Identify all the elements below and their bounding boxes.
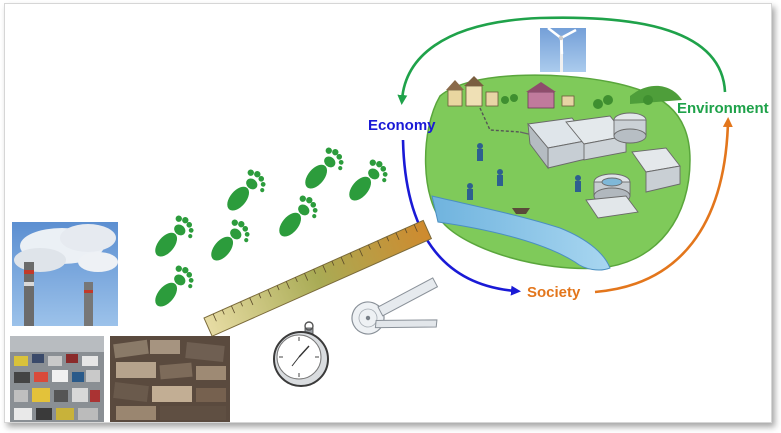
environment-to-economy-arrow bbox=[397, 16, 727, 105]
traffic-jam-photo bbox=[10, 336, 104, 422]
smokestack-photo bbox=[12, 222, 118, 326]
economy-label: Economy bbox=[368, 117, 436, 134]
society-label: Society bbox=[527, 284, 581, 301]
society-to-environment-arrow bbox=[594, 117, 733, 294]
car-scrapyard-photo bbox=[110, 336, 230, 422]
environment-label: Environment bbox=[677, 100, 769, 117]
economy-to-society-arrow bbox=[401, 139, 521, 296]
ruler-icon bbox=[203, 219, 433, 337]
protractor-icon bbox=[351, 277, 439, 335]
stopwatch-icon bbox=[273, 321, 329, 387]
wind-turbine-icon bbox=[540, 27, 586, 72]
treatment-plant-illustration bbox=[424, 74, 691, 271]
